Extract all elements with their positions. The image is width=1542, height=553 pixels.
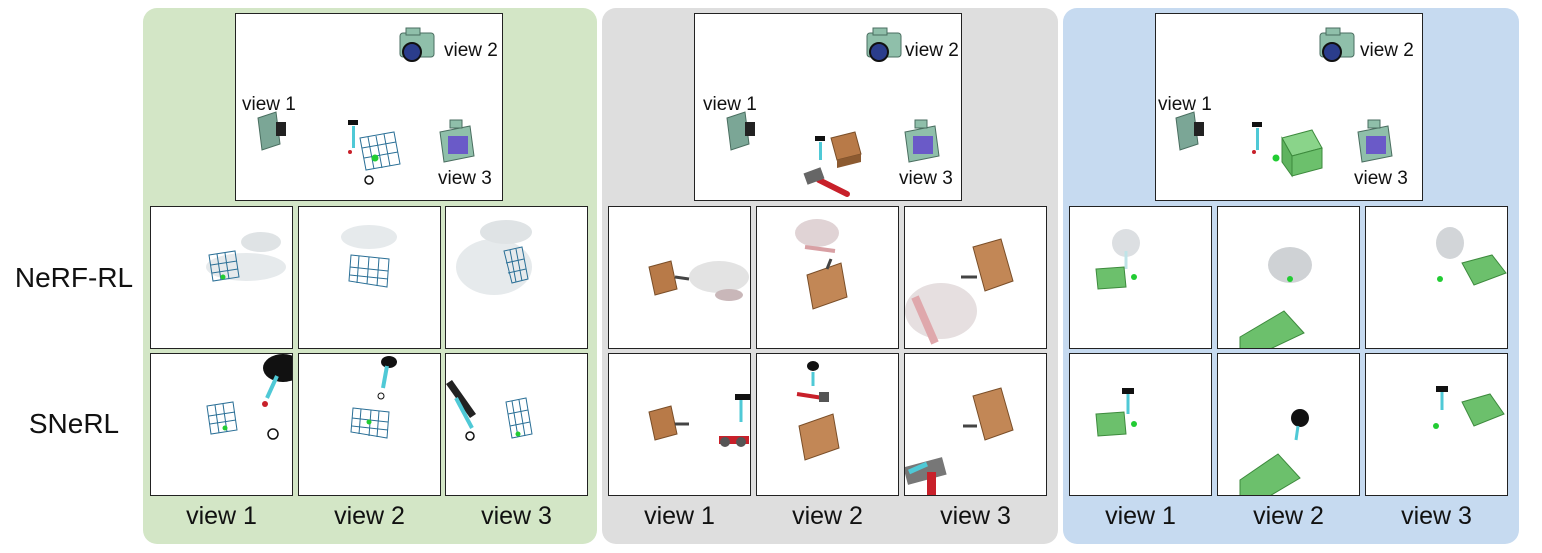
col-label-view3: view 3 — [1401, 502, 1472, 530]
tile-snerl-view3 — [904, 353, 1047, 496]
camera-view3-icon — [439, 119, 475, 163]
scene-label-view2: view 2 — [1360, 40, 1414, 61]
col-label-view2: view 2 — [334, 502, 405, 530]
col-label-view2: view 2 — [792, 502, 863, 530]
panel-soccer: view 2 view 1 view 3 — [143, 8, 597, 544]
col-label-view1: view 1 — [1105, 502, 1176, 530]
tile-nerf-rl-view3 — [1365, 206, 1508, 349]
tile-snerl-view1 — [150, 353, 293, 496]
scene-label-view1: view 1 — [703, 94, 757, 115]
col-label-view2: view 2 — [1253, 502, 1324, 530]
col-label-view1: view 1 — [644, 502, 715, 530]
robot-arm-icon — [1252, 122, 1262, 154]
hammer-icon — [803, 167, 850, 197]
goal-net-icon — [359, 131, 401, 171]
goal-marker-icon — [1272, 154, 1280, 162]
camera-view2-icon — [866, 27, 902, 62]
scene-illustration — [726, 27, 940, 197]
scene-label-view1: view 1 — [242, 94, 296, 115]
tile-nerf-rl-view2 — [298, 206, 441, 349]
tile-nerf-rl-view3 — [445, 206, 588, 349]
scene-diagram: view 2 view 1 view 3 — [694, 13, 962, 201]
tile-nerf-rl-view1 — [608, 206, 751, 349]
scene-label-view3: view 3 — [438, 168, 492, 189]
camera-view1-icon — [1175, 111, 1204, 151]
tile-snerl-view1 — [608, 353, 751, 496]
panel-drawer: view 2 view 1 view 3 — [1063, 8, 1519, 544]
scene-diagram: view 2 view 1 view 3 — [235, 13, 503, 201]
col-label-view1: view 1 — [186, 502, 257, 530]
tile-nerf-rl-view3 — [904, 206, 1047, 349]
robot-arm-icon — [348, 120, 358, 154]
scene-label-view1: view 1 — [1158, 94, 1212, 115]
panel-hammer: view 2 view 1 view 3 — [602, 8, 1058, 544]
tile-snerl-view2 — [1217, 353, 1360, 496]
scene-label-view2: view 2 — [905, 40, 959, 61]
scene-illustration — [257, 27, 475, 185]
camera-view3-icon — [1357, 119, 1393, 163]
camera-view1-icon — [257, 111, 286, 151]
drawer-icon — [1281, 129, 1323, 178]
tile-snerl-view3 — [445, 353, 588, 496]
tile-snerl-view1 — [1069, 353, 1212, 496]
robot-arm-icon — [815, 136, 825, 160]
row-label-nerf-rl: NeRF-RL — [14, 262, 134, 293]
tile-nerf-rl-view2 — [1217, 206, 1360, 349]
tile-nerf-rl-view1 — [1069, 206, 1212, 349]
col-label-view3: view 3 — [940, 502, 1011, 530]
row-label-snerl: SNeRL — [28, 408, 120, 439]
soccer-ball-icon — [364, 175, 374, 185]
camera-view1-icon — [726, 111, 755, 151]
goal-marker-icon — [371, 154, 379, 162]
scene-label-view3: view 3 — [899, 168, 953, 189]
camera-view3-icon — [904, 119, 940, 163]
scene-diagram: view 2 view 1 view 3 — [1155, 13, 1423, 201]
camera-view2-icon — [399, 27, 435, 62]
tile-nerf-rl-view2 — [756, 206, 899, 349]
tile-nerf-rl-view1 — [150, 206, 293, 349]
tile-snerl-view2 — [756, 353, 899, 496]
scene-label-view3: view 3 — [1354, 168, 1408, 189]
scene-label-view2: view 2 — [444, 40, 498, 61]
camera-view2-icon — [1319, 27, 1355, 62]
scene-illustration — [1175, 27, 1393, 178]
tile-snerl-view2 — [298, 353, 441, 496]
tile-snerl-view3 — [1365, 353, 1508, 496]
col-label-view3: view 3 — [481, 502, 552, 530]
wooden-box-icon — [830, 131, 862, 168]
